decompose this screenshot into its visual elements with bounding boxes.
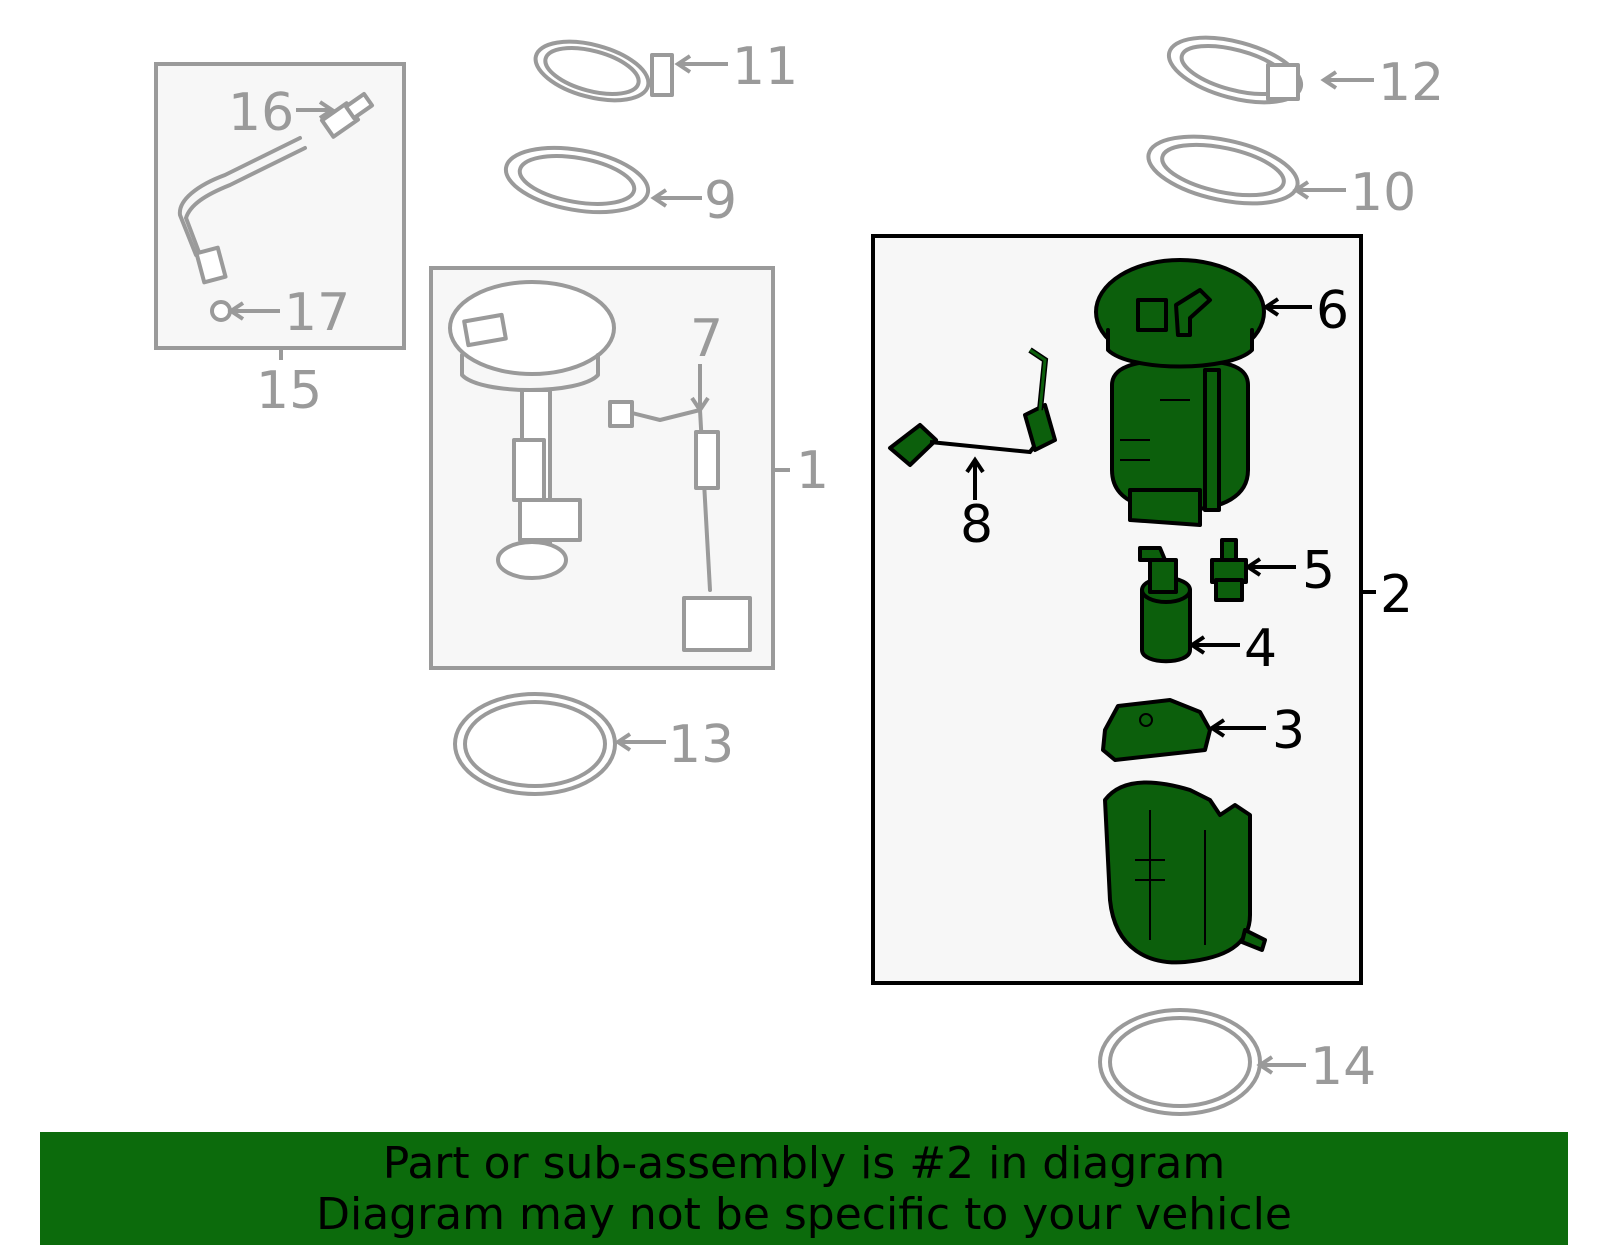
reservoir-bucket: [1103, 780, 1267, 965]
hose-assembly-box: [154, 62, 406, 360]
part-3-filter-bracket: [1101, 698, 1212, 762]
callout-3: 3: [1272, 701, 1305, 761]
callout-13: 13: [668, 715, 734, 775]
part-6-pump-flange: [1094, 258, 1266, 527]
gray-leader-arrows: [227, 54, 1374, 1075]
callout-4: 4: [1244, 619, 1277, 679]
callout-11: 11: [732, 37, 798, 97]
callout-1: 1: [796, 441, 829, 501]
callout-9: 9: [704, 171, 737, 231]
fuel-pump-assembly-box: [429, 266, 790, 670]
part-8-sensor-harness: [888, 347, 1057, 500]
part-10-gasket: [1146, 134, 1300, 206]
info-banner: Part or sub-assembly is #2 in diagram Di…: [40, 1132, 1568, 1245]
callout-12: 12: [1378, 53, 1444, 113]
callout-14: 14: [1310, 1037, 1376, 1097]
black-leader-arrows: [1188, 297, 1312, 738]
callout-16: 16: [228, 83, 294, 143]
part-11-retainer: [533, 39, 674, 103]
callout-10: 10: [1350, 163, 1416, 223]
part-12-retainer: [1166, 35, 1304, 105]
part-13-seal-ring: [453, 692, 617, 796]
callout-17: 17: [284, 283, 350, 343]
part-4-fuel-pump: [1138, 546, 1192, 664]
callout-8: 8: [960, 495, 993, 555]
banner-line-2: Diagram may not be specific to your vehi…: [316, 1188, 1292, 1240]
banner-line-1: Part or sub-assembly is #2 in diagram: [382, 1137, 1226, 1189]
callout-7: 7: [690, 309, 723, 369]
callout-5: 5: [1302, 541, 1335, 601]
part-14-seal-ring: [1098, 1008, 1262, 1116]
callout-6: 6: [1316, 281, 1349, 341]
callout-2: 2: [1380, 565, 1413, 625]
callout-15: 15: [256, 361, 322, 421]
part-9-gasket: [503, 145, 651, 215]
part-5-pressure-regulator: [1210, 538, 1248, 602]
